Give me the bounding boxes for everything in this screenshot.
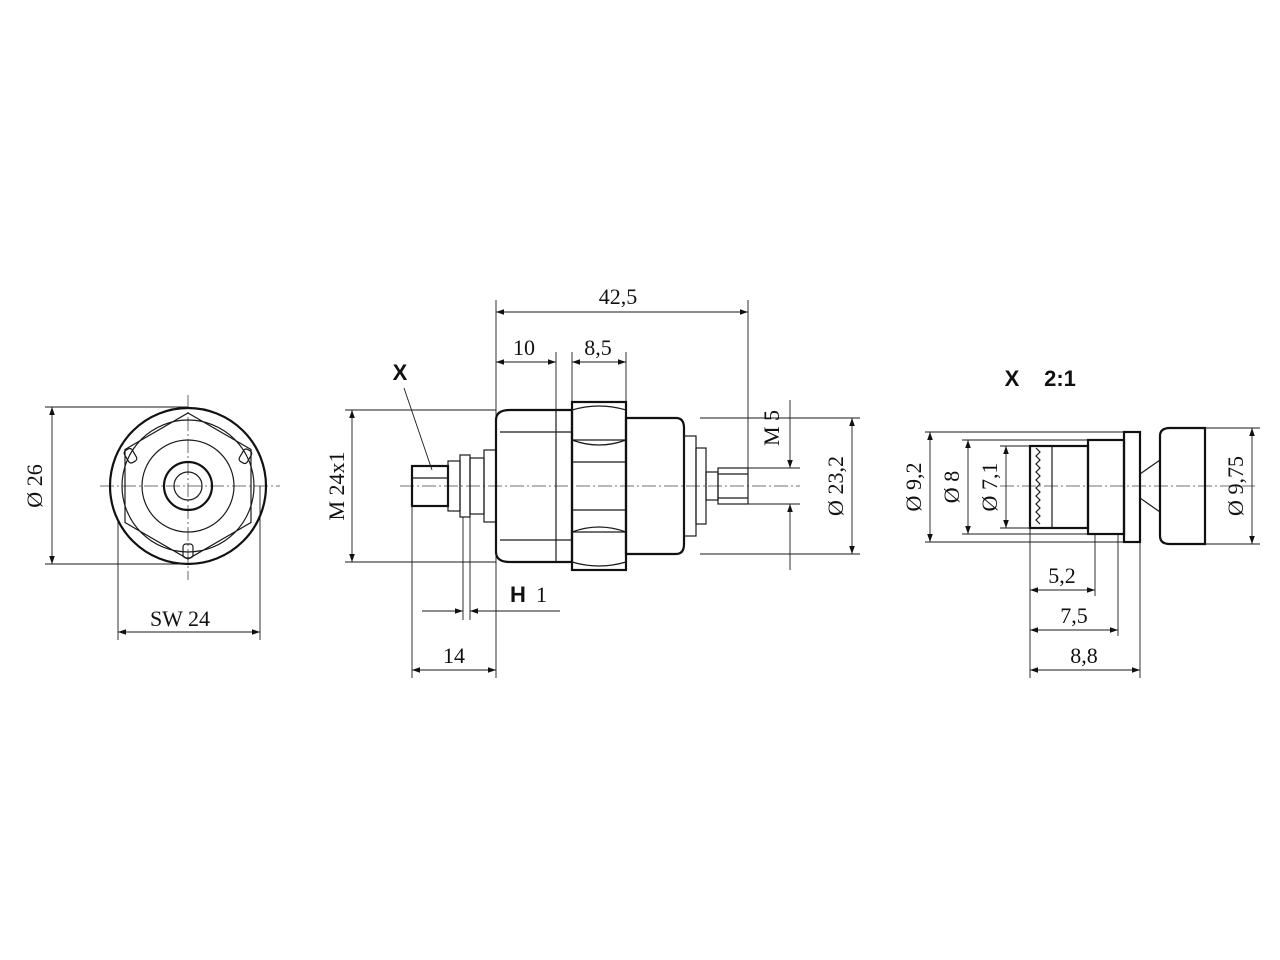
front-inner-circle [121,419,255,553]
label-8-5: 8,5 [584,335,612,360]
label-dia7-1: Ø 7,1 [977,463,1002,512]
label-5-2: 5,2 [1048,563,1076,588]
side-view: 42,5 10 8,5 M 24x1 Ø 23,2 M 5 H 1 14 X [324,284,860,678]
detail-marker: X [393,360,408,385]
detail-title-scale: 2:1 [1044,366,1076,391]
m5-stud [717,467,749,505]
label-stroke-value: 1 [536,582,547,607]
detail-view: X 2:1 Ø 9,2 Ø 8 Ø 7,1 [901,366,1260,678]
detail-leader [403,387,433,471]
label-dia8: Ø 8 [939,471,964,503]
front-stud-inner [173,471,203,501]
knurl-pattern [1035,447,1041,525]
label-dia23-2: Ø 23,2 [823,456,848,516]
front-slot-left [123,447,138,464]
front-stud-outer [162,460,214,512]
label-7-5: 7,5 [1060,603,1088,628]
front-slot-right [238,448,253,465]
front-view: Ø 26 SW 24 [22,395,280,640]
detail-flange [1122,430,1142,544]
label-42-5: 42,5 [599,284,638,309]
label-14: 14 [443,643,465,668]
label-8-8: 8,8 [1070,643,1098,668]
front-seat-circle [141,439,235,533]
label-dia9-2: Ø 9,2 [901,463,926,512]
front-slot-bottom [182,543,194,559]
detail-title-letter: X [1005,366,1020,391]
label-10: 10 [513,335,535,360]
label-m24x1: M 24x1 [324,451,349,520]
rear-body [624,416,686,556]
hex-chamfer [571,405,627,411]
hex-chamfer [571,561,627,567]
label-stroke-letter: H [510,582,526,607]
label-dia9-75: Ø 9,75 [1223,456,1248,516]
detail-seat [1086,438,1126,536]
label-m5: M 5 [759,410,784,446]
label-dia26: Ø 26 [22,464,47,507]
hex-arc [571,526,627,533]
label-sw24: SW 24 [150,606,210,631]
hex-arc [571,439,627,446]
front-hex [124,412,252,560]
